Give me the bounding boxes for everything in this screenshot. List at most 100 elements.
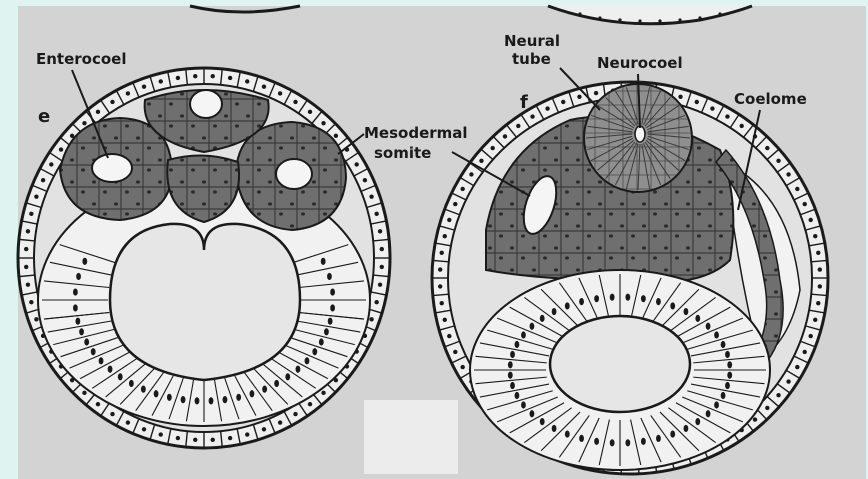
endo-nucleus — [79, 328, 84, 335]
panel-e-dorsal-cavity — [190, 90, 222, 118]
cell-nucleus — [374, 300, 378, 304]
panel-e-letter: e — [38, 106, 50, 127]
cell-nucleus — [24, 265, 28, 269]
endo-nucleus — [641, 438, 646, 445]
label-enterocoel: Enterocoel — [36, 50, 126, 68]
cell-nucleus — [443, 234, 447, 238]
cell-nucleus — [228, 76, 232, 80]
endo-nucleus — [641, 295, 646, 302]
endo-nucleus — [565, 302, 570, 309]
cell-nucleus — [193, 74, 197, 78]
cell-nucleus — [278, 420, 282, 424]
cell-nucleus — [490, 146, 494, 150]
endo-nucleus — [552, 308, 557, 315]
cell-nucleus — [753, 417, 757, 421]
cell-nucleus — [193, 438, 197, 442]
cell-nucleus — [460, 187, 464, 191]
panel-f-letter: f — [520, 92, 528, 113]
cell-nucleus — [126, 420, 130, 424]
cell-nucleus — [321, 121, 325, 125]
cell-nucleus — [813, 318, 817, 322]
endo-nucleus — [508, 372, 513, 379]
label-coelome: Coelome — [734, 90, 807, 108]
endo-nucleus — [695, 315, 700, 322]
endo-nucleus — [209, 397, 214, 404]
endo-nucleus — [321, 258, 326, 265]
cell-nucleus — [695, 100, 699, 104]
endo-nucleus — [610, 439, 615, 446]
endo-nucleus — [530, 323, 535, 330]
endo-nucleus — [327, 273, 332, 280]
cell-nucleus — [561, 100, 565, 104]
endo-nucleus — [727, 361, 732, 368]
endo-nucleus — [296, 366, 301, 373]
label-mesodermal-line2: somite — [374, 144, 431, 162]
cell-nucleus — [96, 110, 100, 114]
cell-nucleus — [293, 412, 297, 416]
cell-nucleus — [438, 284, 442, 288]
cell-nucleus — [809, 218, 813, 222]
cell-nucleus — [176, 76, 180, 80]
endo-nucleus — [154, 390, 159, 397]
cell-nucleus — [503, 134, 507, 138]
endo-nucleus — [714, 401, 719, 408]
cell-nucleus — [710, 106, 714, 110]
cell-nucleus — [34, 194, 38, 198]
endo-nucleus — [250, 390, 255, 397]
cell-nucleus — [378, 229, 382, 233]
endo-nucleus — [565, 430, 570, 437]
cell-nucleus — [447, 218, 451, 222]
cell-nucleus — [82, 121, 86, 125]
endo-nucleus — [552, 425, 557, 432]
endo-nucleus — [181, 396, 186, 403]
cell-nucleus — [803, 202, 807, 206]
endo-nucleus — [521, 331, 526, 338]
endo-nucleus — [721, 392, 726, 399]
cell-nucleus — [460, 365, 464, 369]
cell-nucleus — [293, 100, 297, 104]
cell-nucleus — [308, 402, 312, 406]
cell-nucleus — [159, 432, 163, 436]
endo-nucleus — [515, 341, 520, 348]
cell-nucleus — [59, 147, 63, 151]
cell-nucleus — [34, 317, 38, 321]
endo-nucleus — [594, 295, 599, 302]
cell-nucleus — [369, 194, 373, 198]
endo-nucleus — [118, 373, 123, 380]
cell-nucleus — [447, 334, 451, 338]
cell-nucleus — [96, 402, 100, 406]
cell-nucleus — [211, 74, 215, 78]
endo-nucleus — [508, 361, 513, 368]
cell-nucleus — [816, 301, 820, 305]
endo-nucleus — [530, 410, 535, 417]
cell-nucleus — [142, 84, 146, 88]
cell-nucleus — [443, 318, 447, 322]
cell-nucleus — [354, 162, 358, 166]
endo-nucleus — [223, 396, 228, 403]
endo-nucleus — [579, 435, 584, 442]
panel-f-neurocoel — [635, 126, 645, 142]
cell-nucleus — [594, 91, 598, 95]
cell-nucleus — [159, 79, 163, 83]
endo-nucleus — [324, 328, 329, 335]
endo-nucleus — [84, 338, 89, 345]
endo-nucleus — [684, 308, 689, 315]
endo-nucleus — [725, 382, 730, 389]
cell-nucleus — [453, 202, 457, 206]
panel-e-enterocoel-cavity-right — [276, 159, 312, 189]
endo-nucleus — [684, 425, 689, 432]
cell-nucleus — [29, 212, 33, 216]
cell-nucleus — [453, 350, 457, 354]
cell-nucleus — [438, 267, 442, 271]
cell-nucleus — [795, 365, 799, 369]
endo-nucleus — [670, 430, 675, 437]
cell-nucleus — [678, 95, 682, 99]
cell-nucleus — [308, 110, 312, 114]
cell-nucleus — [440, 301, 444, 305]
endo-nucleus — [330, 288, 335, 295]
cell-nucleus — [530, 114, 534, 118]
endo-nucleus — [312, 348, 317, 355]
cell-nucleus — [378, 283, 382, 287]
cell-nucleus — [374, 212, 378, 216]
cell-nucleus — [142, 427, 146, 431]
